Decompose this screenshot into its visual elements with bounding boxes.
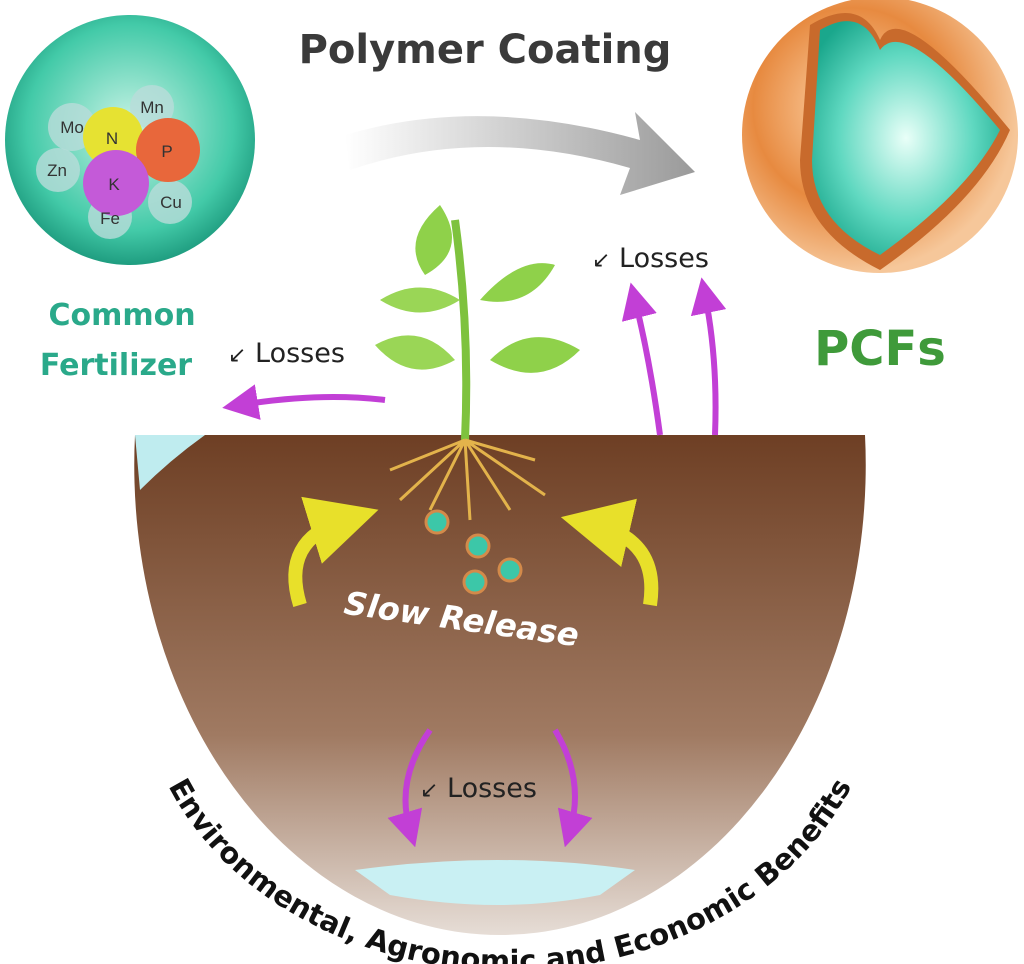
water-left: [135, 435, 205, 490]
loss-arrow-left-icon: [222, 384, 386, 420]
losses-left-label: ↙ Losses: [228, 338, 345, 369]
plant-icon: [375, 205, 580, 521]
element-p: P: [161, 142, 172, 161]
element-mo: Mo: [60, 118, 84, 137]
element-k: K: [108, 175, 120, 194]
release-arrow-right-icon: [560, 498, 659, 607]
loss-arrow-down1-icon: [387, 728, 433, 848]
element-mn: Mn: [140, 98, 164, 117]
element-zn: Zn: [47, 161, 67, 180]
loss-arrow-up1-icon: [621, 282, 663, 436]
element-n: N: [106, 129, 118, 148]
common-fertilizer-label-1: Common: [48, 298, 195, 333]
title: Polymer Coating: [299, 27, 672, 73]
common-fertilizer-label-2: Fertilizer: [40, 348, 192, 383]
pcf-sphere: [742, 0, 1018, 273]
element-cu: Cu: [160, 193, 182, 212]
groundwater: [355, 860, 635, 905]
common-fertilizer-sphere: Mo Mn Zn Cu Fe N P K: [5, 15, 255, 265]
loss-arrow-up2-icon: [690, 277, 727, 436]
pcf-pellets: [424, 509, 523, 595]
pcfs-label: PCFs: [814, 321, 946, 377]
release-arrow-left-icon: [288, 496, 379, 608]
coating-arrow-icon: [345, 112, 695, 195]
losses-bottom-label: ↙ Losses: [420, 773, 537, 804]
element-fe: Fe: [100, 209, 120, 228]
losses-top-label: ↙ Losses: [592, 243, 709, 274]
loss-arrow-down2-icon: [552, 728, 593, 848]
